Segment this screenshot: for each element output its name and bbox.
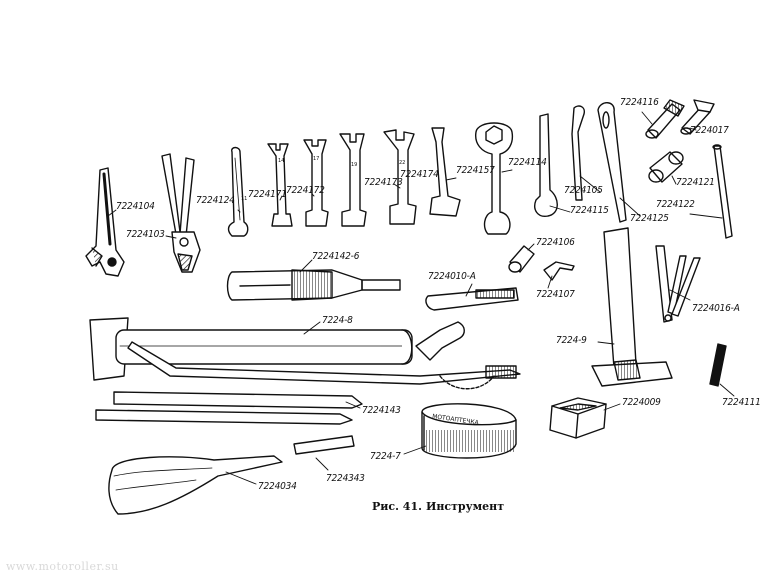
- stamp-size-0: 11: [241, 196, 247, 202]
- wrench-7224124: [227, 146, 249, 237]
- label-7224111: 7224111: [722, 397, 761, 408]
- label-7224142-6: 7224142-6: [312, 251, 360, 262]
- figure-caption: Рис. 41.Инструмент: [372, 500, 508, 513]
- label-7224114: 7224114: [508, 157, 547, 168]
- stamp-size-3: 19: [351, 162, 357, 168]
- leader-lines: [107, 111, 735, 485]
- figure-number: Рис. 41.: [372, 500, 422, 513]
- wrench-7224157: [429, 127, 461, 217]
- hammer-7224-9: [591, 227, 673, 387]
- stamp-size-1: 14: [278, 158, 284, 164]
- label-7224034: 7224034: [258, 481, 297, 492]
- wrench-7224174: [383, 129, 417, 225]
- label-7224-8: 7224-8: [322, 315, 353, 326]
- label-7224009: 7224009: [622, 397, 661, 408]
- adjustable-wrench: [85, 167, 125, 277]
- label-7224106: 7224106: [536, 237, 575, 248]
- label-7224124: 7224124: [196, 195, 235, 206]
- stamp-size-2: 17: [313, 156, 319, 162]
- wrench-7224173: [339, 133, 367, 227]
- label-7224122: 7224122: [656, 199, 695, 210]
- label-7224172: 7224172: [286, 185, 325, 196]
- label-7224173: 7224173: [364, 177, 403, 188]
- figure-title: Инструмент: [425, 500, 505, 513]
- label-7224121: 7224121: [676, 177, 715, 188]
- label-7224010-a: 7224010-А: [428, 271, 476, 282]
- wrench-7224171: [267, 143, 293, 227]
- label-7224107: 7224107: [536, 289, 575, 300]
- label-7224125: 7224125: [630, 213, 669, 224]
- label-7224-9: 7224-9: [556, 335, 587, 346]
- socket-7224107: [543, 261, 575, 281]
- hook-wrench-7224115: [534, 113, 558, 217]
- rods-7224143: [95, 391, 363, 425]
- label-7224171: 7224171: [248, 189, 287, 200]
- first-aid-box-7224-7: [421, 403, 517, 459]
- tire-pump-7224-8: [89, 317, 521, 390]
- screwdriver-7224142-6: [226, 269, 401, 301]
- box-wrench-7224114: [475, 122, 514, 235]
- block-7224009: [549, 397, 607, 439]
- feeler-gauge-7224016-a: [655, 245, 701, 323]
- wrench-7224172: [303, 139, 329, 227]
- label-7224343: 7224343: [326, 473, 365, 484]
- label-7224105: 7224105: [564, 185, 603, 196]
- label-7224104: 7224104: [116, 201, 155, 212]
- socket-7224116: [645, 99, 685, 139]
- pin-7224111: [709, 343, 727, 387]
- stamp-size-4: 22: [399, 160, 405, 166]
- socket-7224121: [648, 151, 684, 183]
- rod-7224122: [712, 144, 733, 239]
- label-7224116: 7224116: [620, 97, 659, 108]
- pliers: [161, 153, 201, 273]
- label-7224103: 7224103: [126, 229, 165, 240]
- socket-7224017: [680, 99, 715, 135]
- spanner-7224010-a: [425, 287, 519, 311]
- label-7224143: 7224143: [362, 405, 401, 416]
- watermark: www.motoroller.su: [6, 560, 119, 573]
- label-7224017: 7224017: [690, 125, 729, 136]
- label-7224016-a: 7224016-А: [692, 303, 740, 314]
- spark-tool-7224105: [571, 105, 586, 201]
- funnel-7224034: [108, 455, 283, 515]
- label-7224115: 7224115: [570, 205, 609, 216]
- socket-7224106: [508, 245, 535, 273]
- label-7224174: 7224174: [400, 169, 439, 180]
- label-7224-7: 7224-7: [370, 451, 401, 462]
- label-7224157: 7224157: [456, 165, 495, 176]
- tip-7224343: [293, 435, 355, 455]
